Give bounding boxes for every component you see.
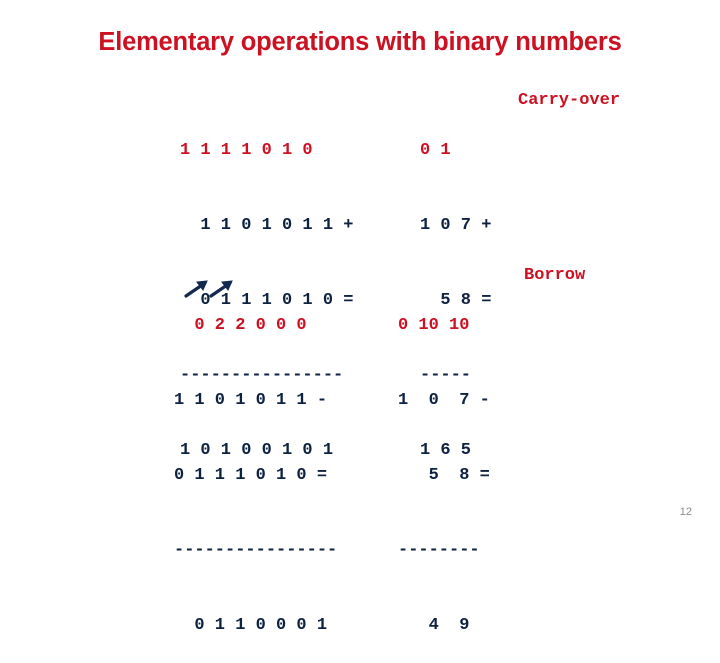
decimal-addition-block: 0 1 1 0 7 + 5 8 = ----- 1 6 5 — [420, 88, 491, 488]
binary-subtraction-operand-1: 1 1 0 1 0 1 1 - — [174, 391, 328, 410]
binary-addition-rule-line: ---------------- — [180, 366, 344, 385]
borrow-label: Borrow — [524, 266, 586, 285]
decimal-addition-result-row: 1 6 5 — [420, 441, 472, 460]
decimal-addition-carry-row: 0 1 — [420, 141, 451, 160]
binary-addition-block: 1 1 1 1 0 1 0 1 1 0 1 0 1 1 + 0 1 1 1 0 … — [180, 88, 353, 488]
decimal-subtraction-block: 0 10 10 1 0 7 - 5 8 = -------- 4 9 — [398, 263, 490, 663]
decimal-subtraction-borrow-row: 0 10 10 — [398, 316, 470, 335]
binary-addition-operand-2: 0 1 1 1 0 1 0 = — [180, 291, 354, 310]
binary-subtraction-operand-2: 0 1 1 1 0 1 0 = — [174, 466, 328, 485]
binary-subtraction-result-row: 0 1 1 0 0 0 1 — [174, 616, 328, 635]
binary-subtraction-borrow-row: 0 2 2 0 0 0 — [174, 316, 307, 335]
decimal-subtraction-rule-line: -------- — [398, 541, 480, 560]
binary-addition-carry-row: 1 1 1 1 0 1 0 — [180, 141, 313, 160]
binary-addition-operand-1: 1 1 0 1 0 1 1 + — [180, 216, 354, 235]
binary-subtraction-rule-line: ---------------- — [174, 541, 338, 560]
page-title: Elementary operations with binary number… — [98, 28, 622, 56]
decimal-subtraction-operand-2: 5 8 = — [398, 466, 490, 485]
binary-addition-result-row: 1 0 1 0 0 1 0 1 — [180, 441, 334, 460]
binary-subtraction-block: 0 2 2 0 0 0 1 1 0 1 0 1 1 - 0 1 1 1 0 1 … — [174, 263, 337, 663]
page-number: 12 — [679, 506, 692, 518]
decimal-subtraction-operand-1: 1 0 7 - — [398, 391, 490, 410]
decimal-subtraction-result-row: 4 9 — [398, 616, 470, 635]
decimal-addition-operand-1: 1 0 7 + — [420, 216, 492, 235]
decimal-addition-rule-line: ----- — [420, 366, 472, 385]
decimal-addition-operand-2: 5 8 = — [420, 291, 492, 310]
carry-over-label: Carry-over — [518, 91, 621, 110]
